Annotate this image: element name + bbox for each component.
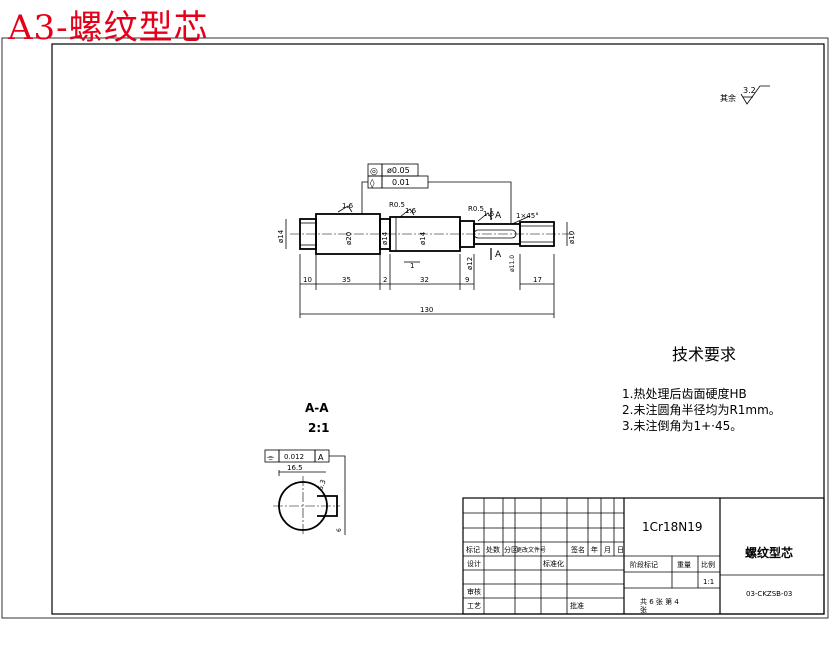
tolerance-value-2: 0.01 <box>392 178 410 187</box>
section-datum: A <box>318 453 324 462</box>
tb-approval: 批准 <box>570 601 584 610</box>
tech-req-item-3: 3.未注倒角为1+·45。 <box>622 418 742 433</box>
tb-role-process: 工艺 <box>467 602 481 610</box>
length-dimensions: 10 35 2 32 9 17 130 <box>299 254 555 318</box>
section-mark-bottom: A <box>495 250 502 260</box>
tb-role-design: 设计 <box>467 559 481 568</box>
length-1: 10 <box>303 276 312 284</box>
length-6: 17 <box>533 276 542 284</box>
roughness-2: 1.6 <box>405 207 417 215</box>
tb-sheet-info-2: 张 <box>640 605 647 614</box>
diameter-5: ø12 <box>466 257 474 270</box>
misc-1: 1 <box>410 262 414 270</box>
tb-header-1: 标记 <box>466 545 480 554</box>
diameter-labels: ø14 ø20 ø14 ø14 ø12 ø11.0 ø10 <box>277 219 576 272</box>
tb-standardization: 标准化 <box>543 559 564 568</box>
title-block: 1Cr18N19 螺纹型芯 03-CKZSB-03 标记 处数 分区 更改文件号… <box>462 497 825 615</box>
section-mark-top: A <box>495 211 502 221</box>
radius-1: R0.5 <box>389 201 405 209</box>
tech-req-title: 技术要求 <box>672 345 736 364</box>
radius-2: R0.5 <box>468 205 484 213</box>
tb-scale-label: 比例 <box>701 560 715 569</box>
tb-header-5: 签名 <box>571 545 585 554</box>
section-dim-depth: 6 <box>336 528 343 532</box>
tolerance-symbol-2: ◊ <box>370 178 375 189</box>
tech-req-item-1: 1.热处理后齿面硬度HB <box>622 386 747 401</box>
section-dim-width: 16.5 <box>287 464 303 472</box>
diameter-1: ø14 <box>277 229 285 243</box>
sheet-title: A3-螺纹型芯 <box>8 8 209 48</box>
technical-requirements: 技术要求 1.热处理后齿面硬度HB 2.未注圆角半径均为R1mm。 3.未注倒角… <box>622 345 781 433</box>
tb-part-name: 螺纹型芯 <box>745 545 793 560</box>
inner-border <box>51 43 825 615</box>
tolerance-value-1: ø0.05 <box>387 166 410 175</box>
tb-header-7: 月 <box>604 546 611 554</box>
length-5: 9 <box>465 276 469 284</box>
section-tolerance-value: 0.012 <box>284 453 304 461</box>
section-view-title: A-A <box>305 401 329 415</box>
tolerance-symbol-1: ◎ <box>370 167 378 177</box>
tb-stage-label: 阶段标记 <box>630 560 658 569</box>
chamfer: 1×45° <box>516 212 539 220</box>
tb-sheet-info: 共 6 张 第 4 <box>640 597 679 606</box>
diameter-7: ø10 <box>568 231 576 244</box>
tb-header-3: 分区 <box>504 545 518 554</box>
tb-header-8: 日 <box>617 546 624 554</box>
tb-role-review: 审核 <box>467 587 481 596</box>
diameter-3: ø14 <box>381 231 389 245</box>
tech-req-item-2: 2.未注圆角半径均为R1mm。 <box>622 402 781 417</box>
section-dim-roughness: 6.3 <box>316 478 327 491</box>
roughness-note: 其余 3.2 <box>720 85 770 105</box>
tb-header-4: 更改文件号 <box>516 546 546 554</box>
section-tolerance-symbol: ⌯ <box>267 453 275 463</box>
shaft-main-view <box>290 213 575 255</box>
outer-border <box>1 37 829 619</box>
length-2: 35 <box>342 276 351 284</box>
section-view: A-A 2:1 ⌯ 0.012 A 16.5 6.3 6 <box>264 401 346 536</box>
diameter-6: ø11.0 <box>509 255 516 272</box>
diameter-2: ø20 <box>345 232 353 245</box>
length-4: 32 <box>420 276 429 284</box>
diameter-4: ø14 <box>419 231 427 245</box>
tb-header-6: 年 <box>591 545 598 554</box>
tb-weight-label: 重量 <box>677 561 691 569</box>
length-3: 2 <box>383 276 387 284</box>
overall-length: 130 <box>420 306 433 314</box>
tb-header-2: 处数 <box>486 545 500 554</box>
tb-drawing-number: 03-CKZSB-03 <box>746 590 792 598</box>
tolerance-frames: ◎ ø0.05 ◊ 0.01 <box>361 163 512 224</box>
roughness-note-value: 3.2 <box>743 86 756 95</box>
tb-material: 1Cr18N19 <box>642 520 702 534</box>
section-view-scale: 2:1 <box>308 421 330 435</box>
shaft-annotations: 1.6 R0.5 1.6 R0.5 1.6 1×45° 1 <box>337 201 539 270</box>
roughness-note-label: 其余 <box>720 93 736 103</box>
tb-scale-value: 1:1 <box>703 578 714 586</box>
